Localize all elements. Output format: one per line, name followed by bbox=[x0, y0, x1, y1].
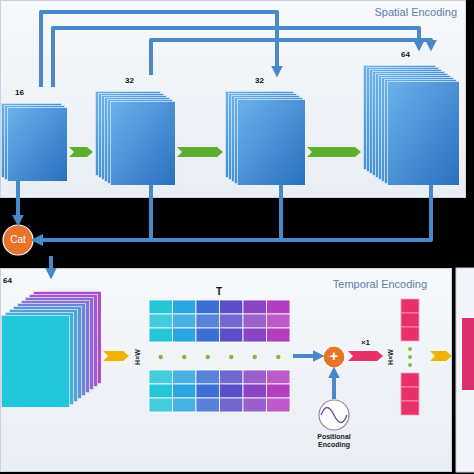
feature-map: 16 bbox=[1, 87, 67, 181]
token-matrix: T H×W bbox=[131, 286, 293, 428]
node-label: 64 bbox=[401, 51, 410, 60]
matrix-shape bbox=[131, 286, 293, 428]
node-label: 32 bbox=[125, 77, 134, 86]
cube-shape bbox=[363, 49, 459, 185]
node-label: + bbox=[322, 348, 346, 365]
stack-shape bbox=[1, 277, 101, 407]
cube-shape bbox=[95, 75, 175, 185]
node-label: Positional Encoding bbox=[304, 433, 364, 448]
node-label: H×W bbox=[387, 345, 395, 369]
node-label: Cat bbox=[2, 234, 34, 245]
next-panel bbox=[456, 268, 474, 472]
posenc-shape bbox=[304, 399, 364, 457]
spatial-panel: Spatial Encoding 16 32 32 64 bbox=[0, 0, 466, 198]
node-label: H×W bbox=[134, 345, 142, 369]
node-label: 16 bbox=[15, 89, 24, 98]
positional-encoding: Positional Encoding bbox=[304, 399, 364, 457]
node-label: 32 bbox=[255, 77, 264, 86]
add-circle: + bbox=[322, 345, 346, 369]
cube-shape bbox=[1, 87, 67, 181]
panel-title: Temporal Encoding bbox=[333, 278, 427, 290]
node-label: 64 bbox=[3, 277, 12, 286]
next-block bbox=[462, 318, 474, 390]
cube-shape bbox=[225, 75, 305, 185]
node-label: T bbox=[216, 286, 222, 297]
feature-map: 32 bbox=[225, 75, 305, 185]
output-column: H×W bbox=[385, 293, 425, 421]
feature-stack: 64 bbox=[1, 277, 101, 407]
feature-map: 32 bbox=[95, 75, 175, 185]
panel-title: Spatial Encoding bbox=[374, 6, 457, 18]
feature-map: 64 bbox=[363, 49, 459, 185]
concat-circle: Cat bbox=[2, 224, 34, 256]
temporal-panel: Temporal Encoding 64T H×W + Positional Encod… bbox=[0, 268, 452, 472]
